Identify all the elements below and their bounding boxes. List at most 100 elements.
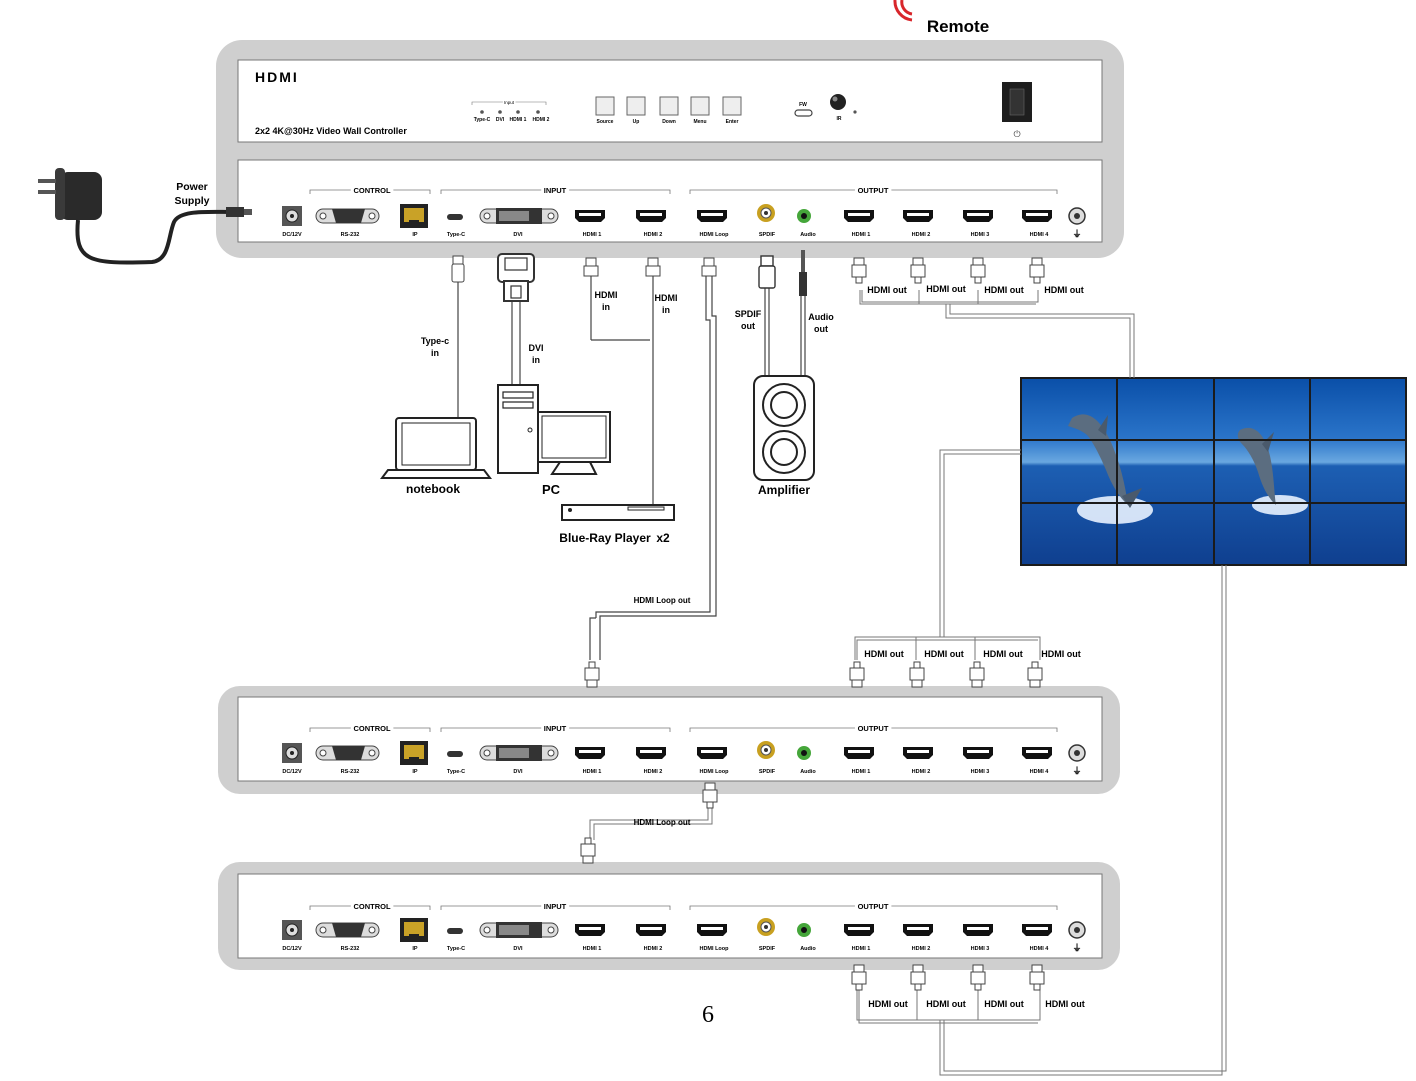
bluray-player-icon — [561, 504, 675, 521]
led-label-dvi: DVI — [496, 117, 505, 123]
source-button[interactable] — [595, 96, 615, 116]
hdmi-out-plug-mid-1 — [849, 661, 865, 688]
dvi-port[interactable] — [479, 745, 559, 761]
hdmi-out-label-3: HDMI out — [984, 285, 1024, 295]
connector-spdif-icon — [758, 255, 776, 289]
amplifier-label: Amplifier — [758, 483, 810, 497]
connector-dvi-icon — [497, 253, 535, 302]
hdmi-loop-port[interactable] — [697, 924, 727, 936]
hdmi2-input-port[interactable] — [636, 210, 666, 222]
power-adapter-icon — [38, 168, 252, 265]
notebook-label: notebook — [406, 482, 460, 496]
rs232-port[interactable] — [315, 745, 380, 761]
out2-label: HDMI 2 — [912, 946, 931, 952]
hdmi-loop-out-label-2: HDMI Loop out — [634, 818, 691, 827]
spdif-port[interactable] — [757, 918, 775, 936]
led-label-hdmi1: HDMI 1 — [510, 117, 527, 123]
hdmi2-output-port[interactable] — [903, 924, 933, 936]
hdmi4-output-port[interactable] — [1022, 747, 1052, 759]
dvi-port[interactable] — [479, 208, 559, 224]
audio-port[interactable] — [797, 923, 811, 937]
hdmi2-output-port[interactable] — [903, 747, 933, 759]
hdmi-loop-port[interactable] — [697, 747, 727, 759]
audio-port[interactable] — [797, 209, 811, 223]
hdmi1-output-port[interactable] — [844, 210, 874, 222]
hdmi-loop-out-plug-mid — [702, 782, 718, 809]
led-hdmi2 — [536, 110, 540, 114]
hdmi2-input-port[interactable] — [636, 747, 666, 759]
spdif-out-label-1: SPDIF — [735, 309, 762, 319]
spdif-port[interactable] — [757, 204, 775, 222]
dc-power-port[interactable] — [282, 743, 302, 763]
hdmi1-in-label: HDMI 1 — [583, 232, 602, 238]
dc-power-port[interactable] — [282, 206, 302, 226]
hdmi2-input-port[interactable] — [636, 924, 666, 936]
hdmi3-output-port[interactable] — [963, 210, 993, 222]
typec-port[interactable] — [447, 928, 463, 934]
out3-label: HDMI 3 — [971, 946, 990, 952]
hdmi-out-plug-top-3 — [970, 257, 986, 284]
hdmi-out-plug-bottom-2 — [910, 964, 926, 991]
rs232-port[interactable] — [315, 922, 380, 938]
audio-label: Audio — [800, 769, 816, 775]
ground-symbol-label: ⏚ — [1072, 943, 1081, 953]
hdmi-loop-in-plug-bottom — [580, 837, 596, 864]
menu-button-label: Menu — [693, 119, 706, 125]
spdif-port[interactable] — [757, 741, 775, 759]
dvi-label: DVI — [513, 946, 523, 952]
typec-port[interactable] — [447, 751, 463, 757]
typec-in-label-2: in — [431, 348, 439, 358]
dc-label: DC/12V — [282, 769, 302, 775]
ground-terminal-icon — [1068, 921, 1086, 939]
hdmi-loop-label: HDMI Loop — [699, 232, 729, 238]
hdmi-loop-out-label-1: HDMI Loop out — [634, 596, 691, 605]
amplifier-icon — [753, 375, 815, 481]
down-button[interactable] — [659, 96, 679, 116]
hdmi-out-plug-bottom-3 — [970, 964, 986, 991]
led-dvi — [498, 110, 502, 114]
hdmi1-output-port[interactable] — [844, 747, 874, 759]
hdmi-out-plug-mid-3 — [969, 661, 985, 688]
hdmi1-input-port[interactable] — [575, 924, 605, 936]
input-cables — [457, 276, 806, 660]
led-hdmi1 — [516, 110, 520, 114]
front-panel: HDMI 2x2 4K@30Hz Video Wall Controller I… — [216, 40, 1124, 258]
rs232-label: RS-232 — [341, 946, 360, 952]
hdmi4-output-port[interactable] — [1022, 210, 1052, 222]
source-button-label: Source — [597, 119, 614, 125]
hdmi3-output-port[interactable] — [963, 924, 993, 936]
out4-label: HDMI 4 — [1030, 232, 1050, 238]
ip-ethernet-port[interactable] — [400, 918, 428, 942]
rs232-port[interactable] — [315, 208, 380, 224]
hdmi-out-label-9: HDMI out — [868, 999, 908, 1009]
hdmi1-output-port[interactable] — [844, 924, 874, 936]
menu-button[interactable] — [690, 96, 710, 116]
typec-label: Type-C — [447, 232, 465, 238]
enter-button[interactable] — [722, 96, 742, 116]
dvi-port[interactable] — [479, 922, 559, 938]
page-number: 6 — [702, 1002, 714, 1028]
led-label-hdmi2: HDMI 2 — [533, 117, 550, 123]
hdmi2-output-port[interactable] — [903, 210, 933, 222]
hdmi3-output-port[interactable] — [963, 747, 993, 759]
hdmi-out-label-2: HDMI out — [926, 284, 966, 294]
hdmi1-input-port[interactable] — [575, 210, 605, 222]
dc-power-port[interactable] — [282, 920, 302, 940]
connector-typec-icon — [451, 255, 465, 283]
up-button[interactable] — [626, 96, 646, 116]
hdmi-out-label-5: HDMI out — [864, 649, 904, 659]
hdmi-logo: HDMI — [255, 69, 299, 85]
hdmi-loop-in-plug-mid — [584, 661, 600, 688]
audio-port[interactable] — [797, 746, 811, 760]
fw-port[interactable] — [794, 109, 813, 117]
ip-ethernet-port[interactable] — [400, 741, 428, 765]
dvi-in-label-2: in — [532, 355, 540, 365]
typec-port[interactable] — [447, 214, 463, 220]
hdmi1-input-port[interactable] — [575, 747, 605, 759]
ip-ethernet-port[interactable] — [400, 204, 428, 228]
hdmi-loop-port[interactable] — [697, 210, 727, 222]
hdmi4-output-port[interactable] — [1022, 924, 1052, 936]
power-supply-label-1: Power — [176, 181, 208, 193]
